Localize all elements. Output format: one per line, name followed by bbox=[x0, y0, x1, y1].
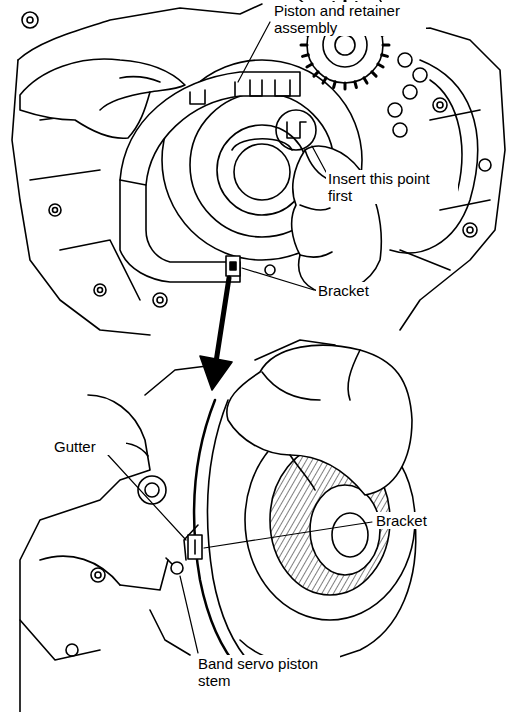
gear-tooth bbox=[372, 72, 376, 76]
bracket-lower bbox=[188, 535, 202, 559]
arrow-head bbox=[200, 356, 232, 390]
part-label: Bracket bbox=[316, 282, 400, 299]
piston-stem bbox=[166, 558, 183, 574]
gear-tooth bbox=[344, 83, 347, 89]
leader-lines bbox=[108, 22, 372, 653]
part-label: Piston and retainer assembly bbox=[272, 2, 426, 36]
hand-upper-left bbox=[20, 59, 185, 138]
gear-tooth bbox=[364, 78, 367, 83]
hand-lower bbox=[227, 345, 412, 495]
gear-tooth bbox=[382, 55, 388, 57]
part-label: Bracket bbox=[374, 512, 458, 529]
band-lower bbox=[184, 400, 252, 670]
piston-retainer bbox=[120, 72, 316, 282]
gear-tooth bbox=[303, 55, 309, 57]
gear-tooth bbox=[334, 82, 336, 88]
gear-tooth bbox=[301, 44, 307, 47]
gear-tooth bbox=[355, 82, 357, 88]
bracket-upper bbox=[226, 256, 240, 276]
part-label: Band servo piston stem bbox=[196, 655, 340, 689]
case-upper bbox=[12, 0, 505, 335]
gear-tooth bbox=[383, 44, 389, 47]
gear-tooth bbox=[378, 64, 383, 67]
hand-upper-right bbox=[292, 146, 382, 292]
gear-tooth bbox=[307, 64, 312, 67]
part-label: Gutter bbox=[52, 438, 126, 455]
note-label: Insert this point first bbox=[326, 170, 458, 204]
